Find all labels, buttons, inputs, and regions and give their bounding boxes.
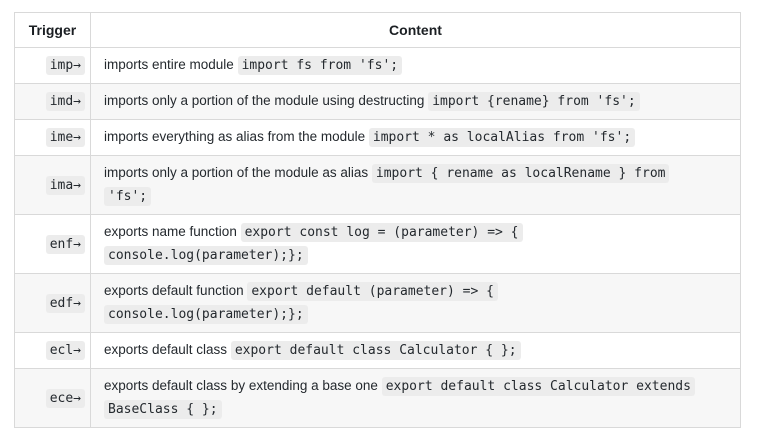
content-cell: exports default function export default … [90,273,741,333]
description-text: imports everything as alias from the mod… [104,129,369,144]
table-row: ecl→ exports default class export default… [14,332,741,369]
code-snippet: console.log(parameter);}; [104,246,308,265]
table-header-row: Trigger Content [14,12,741,48]
description-text: exports name function [104,224,241,239]
code-snippet: import * as localAlias from 'fs'; [368,128,636,147]
trigger-cell: imp→ [14,47,91,84]
trigger-snippet: edf→ [45,293,85,313]
table-row: imp→ imports entire module import fs from… [14,47,741,84]
trigger-cell: ecl→ [14,332,91,369]
trigger-snippet: ecl→ [45,341,85,360]
table-body: imp→ imports entire module import fs from… [14,47,741,428]
description-text: exports default class by extending a bas… [104,378,382,393]
description-text: exports default class [104,342,231,357]
trigger-cell: imd→ [14,83,91,120]
table-row: enf→exports name function export const l… [14,214,741,274]
description-text: imports only a portion of the module usi… [104,93,429,108]
trigger-cell: ime→ [14,119,91,156]
code-snippet: console.log(parameter);}; [104,305,308,324]
trigger-snippet: ima→ [45,175,85,195]
trigger-snippet: imd→ [45,92,85,111]
description-text: imports only a portion of the module as … [104,165,372,180]
content-cell: exports default class export default cla… [90,332,741,369]
description-text: exports default function [104,283,248,298]
column-header-content: Content [90,12,741,48]
table-row: imd→ imports only a portion of the module… [14,83,741,120]
trigger-snippet: enf→ [45,234,85,254]
code-snippet: import {rename} from 'fs'; [428,92,640,111]
trigger-cell: ece→ [14,368,91,428]
trigger-snippet: ime→ [45,128,85,147]
content-cell: imports everything as alias from the mod… [90,119,741,156]
code-snippet: import fs from 'fs'; [237,56,403,75]
trigger-cell: enf→ [14,214,91,274]
trigger-snippet: ece→ [45,388,85,408]
table-row: ima→ imports only a portion of the module… [14,155,741,215]
code-snippet: import { rename as localRename } from [371,164,670,183]
table-row: ime→ imports everything as alias from the… [14,119,741,156]
trigger-cell: edf→ [14,273,91,333]
code-snippet: BaseClass { }; [104,400,222,419]
content-cell: imports only a portion of the module as … [90,155,741,215]
code-snippet: 'fs'; [104,187,152,206]
description-text: imports entire module [104,57,238,72]
content-cell: imports entire module import fs from 'fs… [90,47,741,84]
code-snippet: export const log = (parameter) => { [240,223,523,242]
table-row: ece→ exports default class by extending a… [14,368,741,428]
code-snippet: export default (parameter) => { [247,282,498,301]
code-snippet: export default class Calculator extends [381,377,695,396]
column-header-trigger: Trigger [14,12,91,48]
code-snippet: export default class Calculator { }; [230,341,521,360]
table-row: edf→exports default function export defa… [14,273,741,333]
content-cell: imports only a portion of the module usi… [90,83,741,120]
trigger-snippet: imp→ [45,56,85,75]
trigger-cell: ima→ [14,155,91,215]
content-cell: exports default class by extending a bas… [90,368,741,428]
content-cell: exports name function export const log =… [90,214,741,274]
snippets-table: Trigger Content imp→ imports entire modul… [14,12,741,428]
